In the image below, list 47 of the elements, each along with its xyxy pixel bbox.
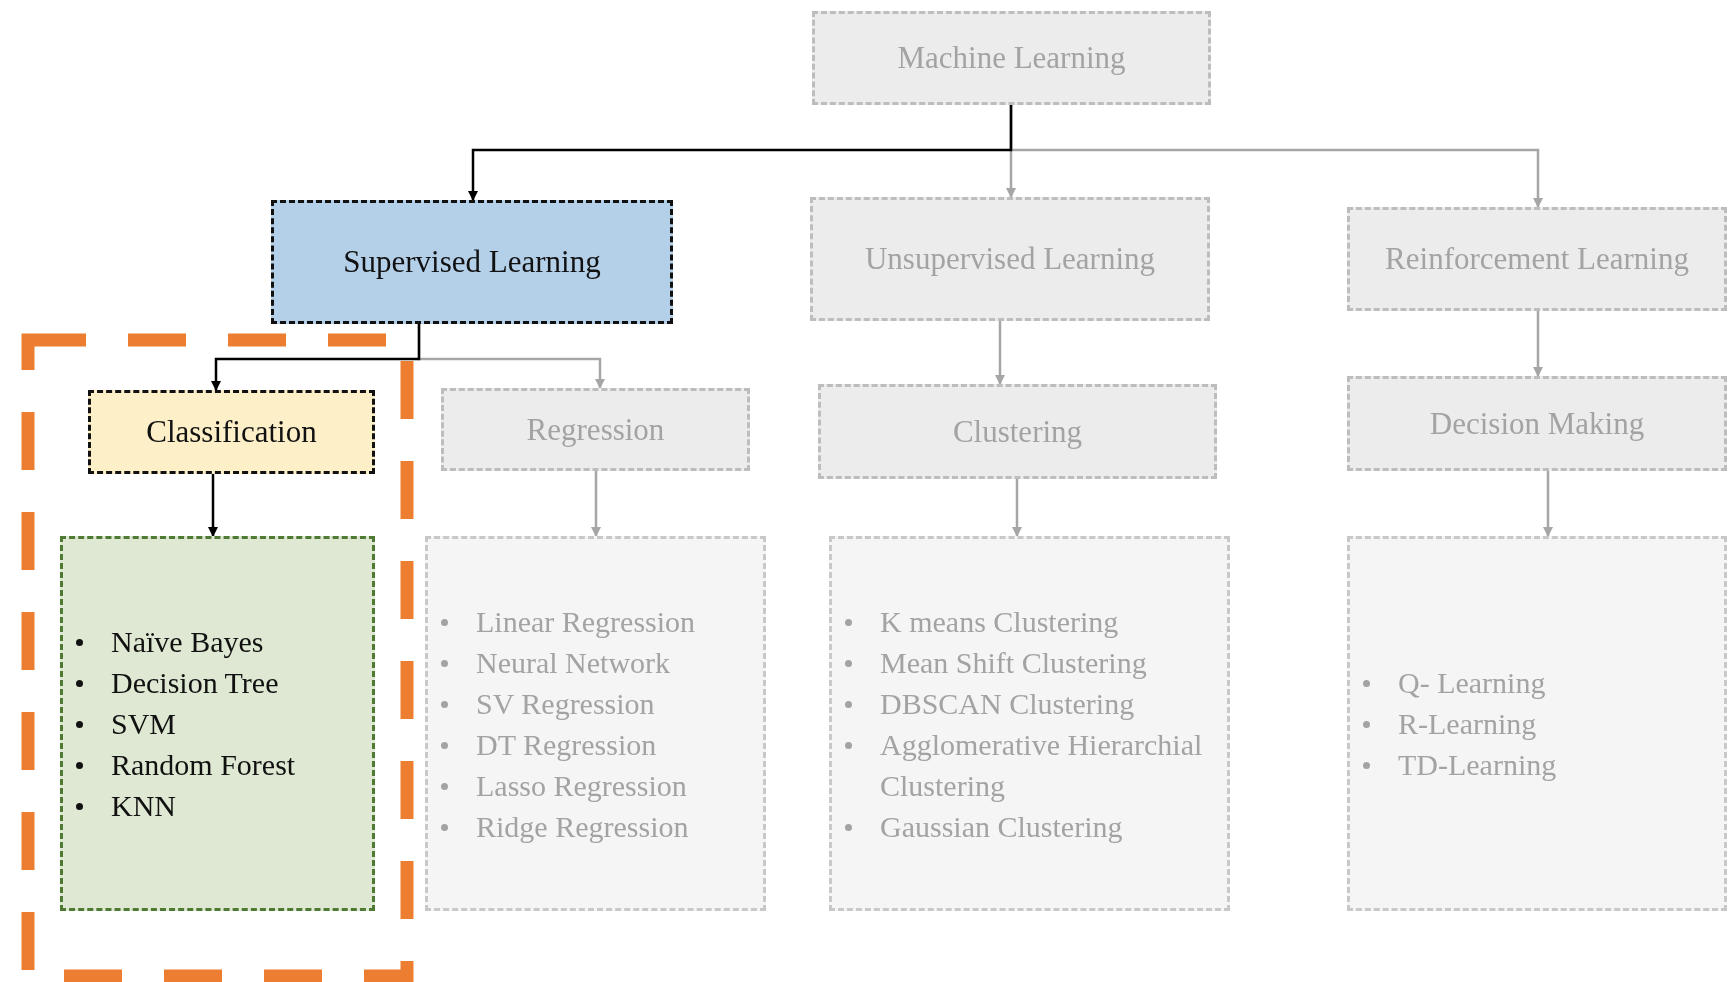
list-item: DT Regression xyxy=(476,726,657,763)
category-box xyxy=(88,390,375,474)
box-title: Unsupervised Learning xyxy=(864,241,1156,277)
connector-arrow xyxy=(1012,479,1022,537)
box-title: Machine Learning xyxy=(897,40,1126,76)
category-box xyxy=(271,200,673,324)
connector-arrow xyxy=(468,105,1013,201)
list-item: SVM xyxy=(111,706,177,742)
box-title: Regression xyxy=(526,411,665,448)
connector-arrow xyxy=(1543,471,1553,537)
box-title: Reinforcement Learning xyxy=(1385,241,1689,277)
connector-arrow xyxy=(211,324,421,391)
connector-arrow xyxy=(208,474,218,537)
connector-arrow xyxy=(995,321,1005,385)
list-item: Ridge Regression xyxy=(476,808,689,845)
box-title: Supervised Learning xyxy=(343,244,601,280)
list-item: Q- Learning xyxy=(1398,665,1546,701)
category-box xyxy=(818,384,1217,479)
list-item: DBSCAN Clustering xyxy=(880,685,1135,722)
list-item: TD-Learning xyxy=(1398,747,1557,783)
category-box xyxy=(1347,376,1727,471)
box-title: Decision Making xyxy=(1429,405,1645,442)
algorithm-list-box xyxy=(829,536,1230,911)
list-item: Linear Regression xyxy=(476,603,696,640)
box-title: Classification xyxy=(146,414,317,450)
list-item: R-Learning xyxy=(1398,706,1537,742)
algorithm-list-box xyxy=(425,536,766,911)
list-item: Gaussian Clustering xyxy=(880,808,1123,845)
list-item: Random Forest xyxy=(111,747,296,783)
category-box xyxy=(812,11,1211,105)
list-item: Decision Tree xyxy=(111,665,279,701)
list-item: SV Regression xyxy=(476,685,655,722)
connector-arrow xyxy=(1533,311,1543,377)
list-item: Lasso Regression xyxy=(476,767,687,804)
category-box xyxy=(810,197,1210,321)
list-item: Agglomerative Hierarchial Clustering xyxy=(880,726,1204,804)
list-item: KNN xyxy=(111,788,176,824)
category-box xyxy=(1347,207,1727,311)
list-item: Naïve Bayes xyxy=(111,624,264,660)
list-item: Neural Network xyxy=(476,644,671,681)
box-title: Clustering xyxy=(952,413,1083,450)
list-item: Mean Shift Clustering xyxy=(880,644,1147,681)
list-item: K means Clustering xyxy=(880,603,1119,640)
connector-arrow xyxy=(591,471,601,537)
algorithm-list-box xyxy=(1347,536,1727,911)
category-box xyxy=(441,388,750,471)
algorithm-list-box xyxy=(60,536,375,911)
